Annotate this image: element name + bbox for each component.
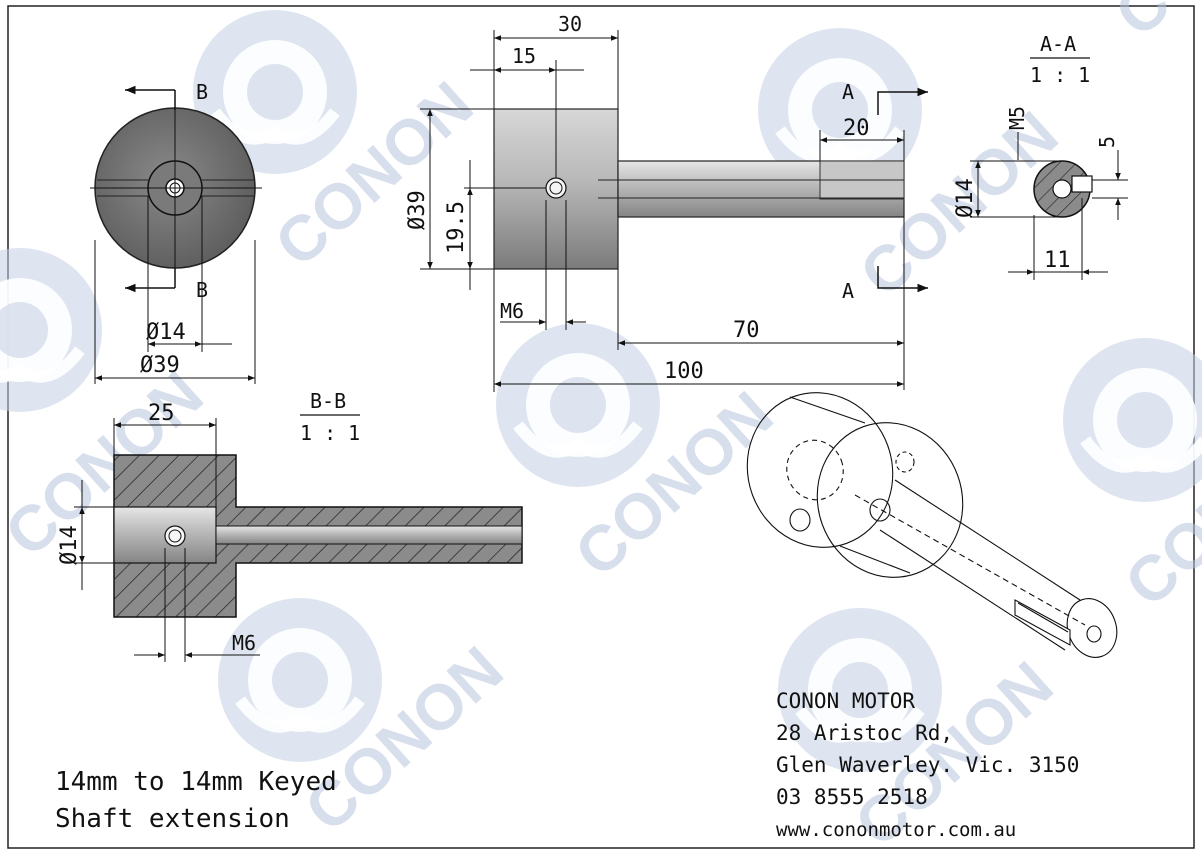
thread-label-m6-side: M6 (500, 299, 524, 323)
section-arrow-a-bottom (877, 266, 928, 293)
iso-keyway-line (1017, 602, 1069, 633)
dim-label-30: 30 (558, 12, 582, 36)
drawing-title-line2: Shaft extension (55, 804, 290, 834)
keyway-section (1071, 175, 1093, 193)
dim-label-d39: Ø39 (140, 353, 180, 378)
section-label-a-bottom: A (842, 279, 854, 303)
iso-body-edge (789, 396, 866, 424)
isometric-view (746, 392, 1118, 658)
center-bore-section-bb (215, 525, 523, 545)
section-aa-view: A-A 1 : 1 M5 Ø14 5 11 (953, 32, 1128, 280)
dim-label-5: 5 (1095, 136, 1119, 148)
title-block: 14mm to 14mm Keyed Shaft extension (55, 767, 337, 834)
dim-label-19-5: 19.5 (444, 201, 469, 254)
company-block: CONON MOTOR 28 Aristoc Rd, Glen Waverley… (776, 689, 1079, 841)
section-bb-title: B-B (310, 389, 346, 413)
iso-shaft-edge (879, 529, 1066, 651)
iso-shaft-edge (894, 479, 1081, 601)
company-website[interactable]: www.cononmotor.com.au (776, 819, 1016, 841)
dim-label-70: 70 (733, 318, 760, 343)
company-address-line1: 28 Aristoc Rd, (776, 721, 953, 745)
section-aa-title: A-A (1040, 32, 1076, 56)
company-phone: 03 8555 2518 (776, 785, 928, 809)
iso-bore-hidden (786, 439, 844, 501)
iso-body-edge (839, 545, 911, 574)
dim-label-25: 25 (148, 401, 175, 426)
iso-bore-centerline (854, 494, 1086, 626)
drawing-title-line1: 14mm to 14mm Keyed (55, 767, 337, 797)
iso-tapped-hole-hidden (895, 451, 915, 473)
watermark-logo (496, 323, 660, 487)
side-view: 30 15 Ø39 19.5 M6 70 100 20 (405, 12, 928, 392)
company-address-line2: Glen Waverley. Vic. 3150 (776, 753, 1079, 777)
section-label-a-top: A (842, 80, 854, 104)
dim-label-d14-aa: Ø14 (953, 178, 978, 218)
thread-label-m6-bb: M6 (232, 631, 256, 655)
section-label-b-top: B (196, 80, 208, 104)
iso-tapped-hole (789, 508, 811, 532)
section-aa-scale: 1 : 1 (1030, 63, 1090, 87)
tapped-hole-side-inner (549, 181, 563, 195)
tapped-hole-bb-inner (168, 529, 182, 543)
iso-shaft-end-hole (1086, 625, 1102, 643)
company-name: CONON MOTOR (776, 689, 915, 713)
iso-body-front-face (746, 392, 894, 548)
tapped-hole-bb (164, 525, 186, 547)
section-bb-scale: 1 : 1 (300, 421, 360, 445)
thread-label-m5: M5 (1005, 106, 1029, 130)
dim-label-20: 20 (843, 116, 870, 141)
dim-label-d14-bb: Ø14 (57, 525, 82, 565)
dim-label-d39-side: Ø39 (405, 190, 430, 230)
iso-keyway (1014, 599, 1071, 646)
section-arrow-a-top (877, 87, 928, 115)
dim-label-d14: Ø14 (146, 320, 186, 345)
dim-label-15: 15 (512, 44, 536, 68)
section-bb-view: B-B 1 : 1 25 Ø14 M6 (57, 389, 523, 662)
dim-label-11: 11 (1044, 248, 1071, 273)
tapped-hole-side (545, 177, 567, 199)
front-view: B B Ø14 Ø39 (90, 80, 262, 384)
m5-hole-section (1052, 179, 1072, 199)
iso-tapped-hole (869, 498, 891, 522)
iso-body-back-face (816, 422, 964, 578)
dim-label-100: 100 (664, 359, 704, 384)
